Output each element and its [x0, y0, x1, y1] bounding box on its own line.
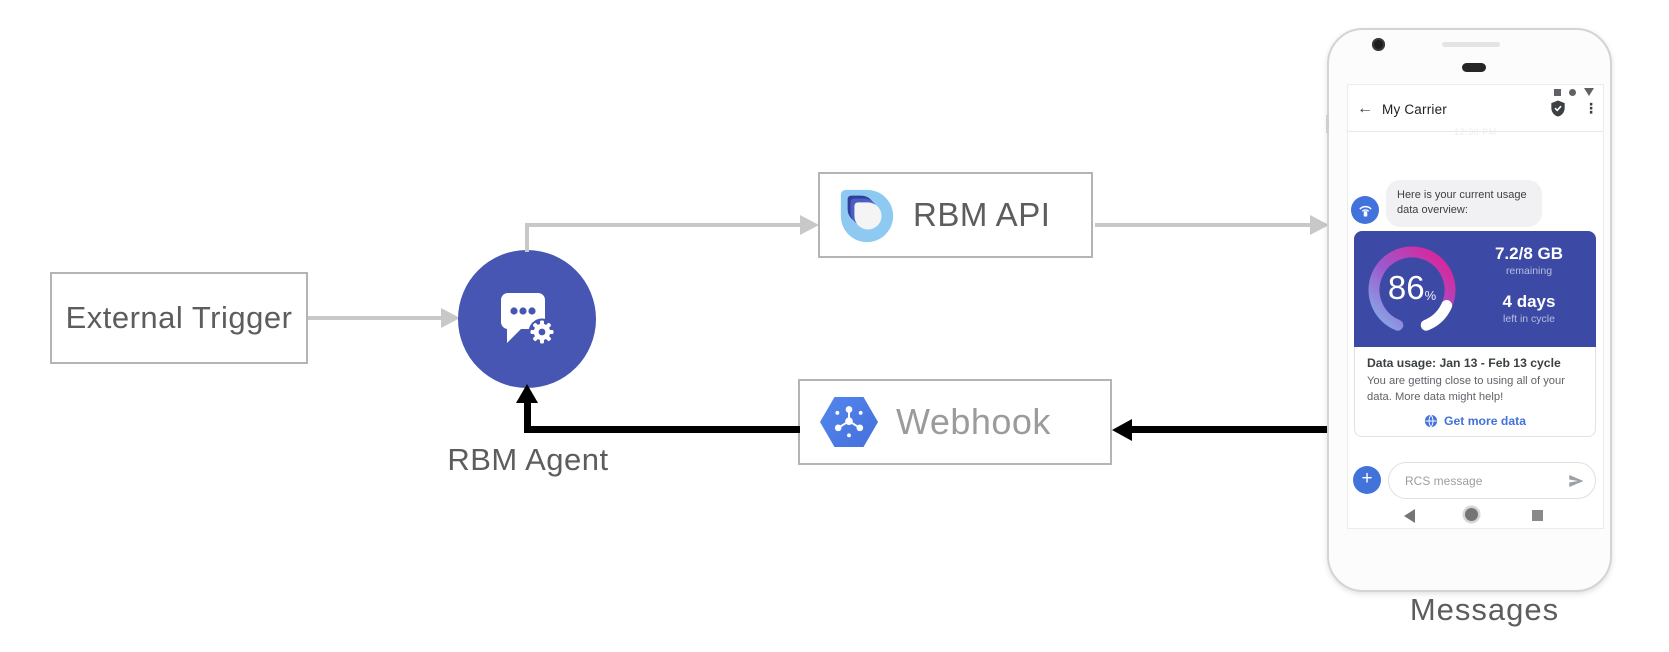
- message-input-pill: [1388, 462, 1596, 499]
- status-bar: [1554, 88, 1594, 96]
- arrowhead-agent-to-api: [800, 215, 819, 235]
- gauge-percent-value: 86: [1387, 269, 1425, 306]
- arrowhead-webhook-to-agent: [516, 384, 538, 403]
- carrier-signal-icon: [1358, 205, 1372, 217]
- attach-plus-button[interactable]: +: [1353, 466, 1381, 494]
- arrow-agent-to-api-horizontal: [525, 223, 802, 227]
- phone-mockup: ← My Carrier ⋮ 12:30 PM Here is your cur…: [1326, 28, 1612, 592]
- usage-card-gauge-panel: 86 % 7.2/8 GB remaining 4 days left in c…: [1354, 231, 1596, 347]
- nav-back-icon[interactable]: [1404, 509, 1415, 523]
- send-arrow-icon[interactable]: [1567, 472, 1585, 490]
- status-square-icon: [1554, 88, 1561, 96]
- get-more-data-label: Get more data: [1444, 414, 1526, 429]
- cycle-label: left in cycle: [1503, 313, 1555, 325]
- earpiece: [1462, 63, 1486, 72]
- phone-caption: Messages: [1409, 592, 1560, 627]
- globe-icon: [1424, 415, 1438, 428]
- webhook-label: Webhook: [896, 401, 1051, 442]
- external-trigger-label: External Trigger: [65, 300, 293, 335]
- agent-message-bubble: Here is your current usage data overview…: [1386, 180, 1542, 227]
- front-camera: [1372, 38, 1385, 51]
- speaker-slot: [1442, 42, 1500, 47]
- nav-recents-icon[interactable]: [1532, 510, 1543, 521]
- status-triangle-icon: [1584, 88, 1594, 96]
- rbm-api-label: RBM API: [913, 196, 1051, 233]
- external-trigger-box: External Trigger: [50, 272, 308, 364]
- remaining-value: 7.2/8 GB: [1494, 244, 1564, 263]
- arrowhead-phone-to-webhook: [1112, 419, 1132, 441]
- arrowhead-trigger-to-agent: [441, 308, 460, 328]
- conversation-title: My Carrier: [1382, 102, 1447, 117]
- usage-card-body: You are getting close to using all of yo…: [1367, 375, 1565, 404]
- arrow-phone-to-webhook: [1130, 426, 1332, 433]
- arrow-api-to-phone: [1095, 223, 1312, 227]
- kebab-menu-icon[interactable]: ⋮: [1584, 100, 1598, 116]
- arrow-agent-to-api-vertical: [525, 225, 529, 252]
- arrowhead-api-to-phone: [1310, 215, 1329, 235]
- phone-screen: ← My Carrier ⋮ 12:30 PM Here is your cur…: [1347, 84, 1604, 529]
- arrow-trigger-to-agent: [308, 316, 442, 320]
- remaining-label: remaining: [1505, 265, 1553, 277]
- chat-bubble-gear-icon: [501, 293, 556, 346]
- gauge-percent-unit: %: [1424, 287, 1437, 303]
- agent-avatar: [1351, 196, 1379, 224]
- status-circle-icon: [1569, 88, 1576, 96]
- conversation-header: ← My Carrier ⋮: [1348, 98, 1603, 132]
- android-navbar: [1348, 503, 1603, 528]
- usage-rich-card: 86 % 7.2/8 GB remaining 4 days left in c…: [1354, 231, 1596, 438]
- arrow-webhook-to-agent-vertical: [524, 400, 531, 430]
- webhook-box: Webhook: [798, 379, 1112, 465]
- rbm-teardrop-logo: [840, 189, 894, 243]
- usage-gauge: 86 %: [1362, 238, 1462, 338]
- rbm-agent-label: RBM Agent: [447, 442, 609, 477]
- usage-stats: 7.2/8 GB remaining 4 days left in cycle: [1470, 244, 1588, 325]
- hexagon-network-icon: [820, 397, 878, 447]
- rbm-agent-node: [458, 250, 596, 388]
- arrow-webhook-to-agent-horizontal: [524, 426, 800, 433]
- rcs-message-input[interactable]: [1403, 472, 1567, 489]
- get-more-data-button[interactable]: Get more data: [1367, 414, 1583, 428]
- side-button: [1326, 115, 1329, 133]
- rbm-api-box: RBM API: [818, 172, 1093, 258]
- nav-home-icon[interactable]: [1465, 508, 1478, 521]
- verified-shield-icon: [1551, 100, 1565, 117]
- gauge-percent: 86 %: [1362, 238, 1462, 338]
- cycle-value: 4 days: [1502, 292, 1556, 311]
- header-divider: [1348, 131, 1603, 132]
- usage-card-title: Data usage: Jan 13 - Feb 13 cycle: [1367, 356, 1561, 370]
- back-arrow-icon[interactable]: ←: [1357, 100, 1373, 117]
- usage-card-detail-panel: Data usage: Jan 13 - Feb 13 cycle You ar…: [1354, 347, 1596, 438]
- faint-timestamp: 12:30 PM: [1454, 127, 1497, 137]
